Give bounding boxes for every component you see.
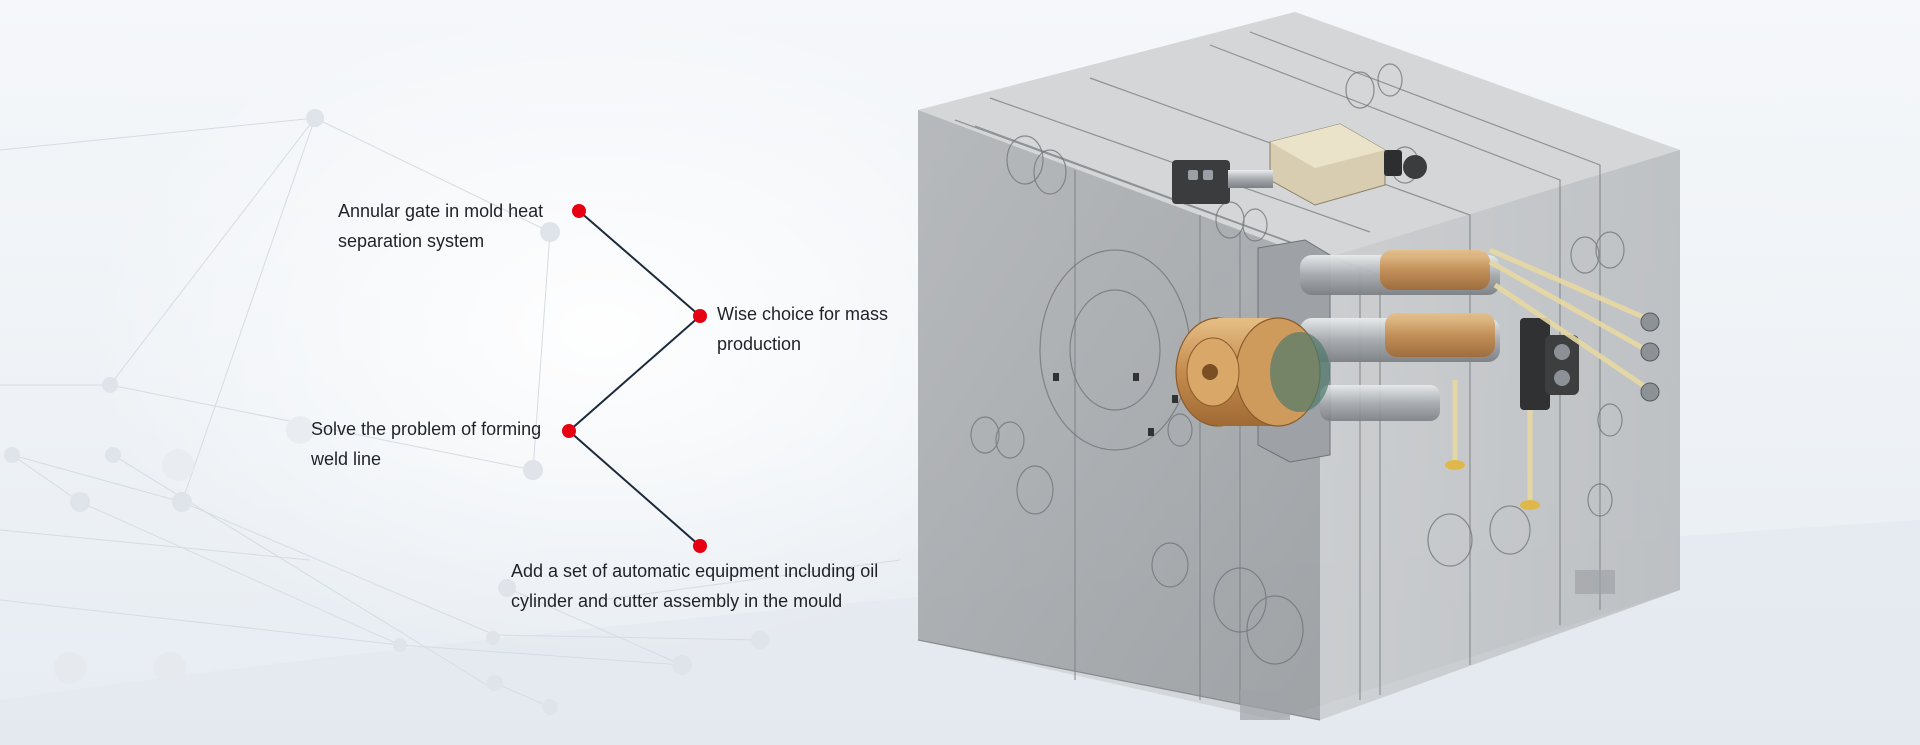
- callout-label-annular-gate: Annular gate in mold heat separation sys…: [338, 201, 544, 251]
- callout-connectors: [568, 210, 701, 547]
- callout-dot-1: [572, 204, 586, 218]
- callout-label-mass-production: Wise choice for mass production: [717, 304, 889, 354]
- network-nodes: [4, 109, 769, 715]
- callout-label-automatic-equipment: Add a set of automatic equipment includi…: [511, 561, 879, 611]
- callout-dot-2: [693, 309, 707, 323]
- network-mesh-icon: [0, 117, 901, 708]
- callout-dots: [562, 204, 707, 553]
- injection-mold-icon: [917, 12, 1680, 721]
- callout-dot-3: [562, 424, 576, 438]
- callout-label-weld-line: Solve the problem of forming weld line: [311, 419, 542, 469]
- callout-dot-4: [693, 539, 707, 553]
